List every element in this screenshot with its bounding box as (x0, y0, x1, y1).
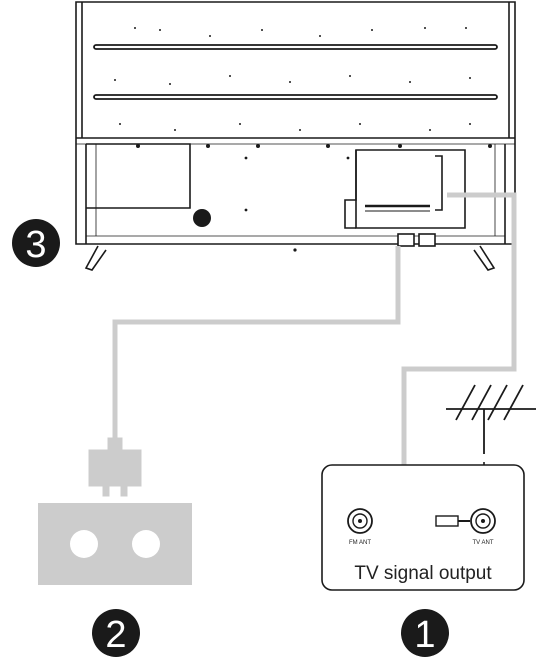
tv-ant-label: TV ANT (472, 540, 493, 546)
fm-ant-port (347, 508, 373, 534)
coax-plug (435, 515, 470, 527)
step-badge-1: 1 (401, 609, 449, 657)
step-badge-2: 2 (92, 609, 140, 657)
power-plug (88, 437, 142, 497)
step-number-3: 3 (25, 224, 46, 266)
tv-stand-feet (84, 245, 496, 271)
cable-to-wall-socket (112, 246, 401, 438)
tv-power-jack (193, 209, 211, 227)
step-badge-3: 3 (12, 219, 60, 267)
antenna-output-box (321, 464, 525, 591)
tv-bottom-ports (397, 233, 436, 247)
wall-socket (38, 503, 192, 585)
tv-vent-dots (114, 27, 492, 212)
fm-ant-label: FM ANT (349, 540, 371, 546)
tv-signal-output-label: TV signal output (354, 563, 492, 584)
step-number-1: 1 (414, 614, 435, 656)
step-number-2: 2 (105, 614, 126, 656)
tv-back-panel (75, 1, 516, 245)
tv-ant-port (470, 508, 496, 534)
tv-center-dot (293, 248, 297, 252)
